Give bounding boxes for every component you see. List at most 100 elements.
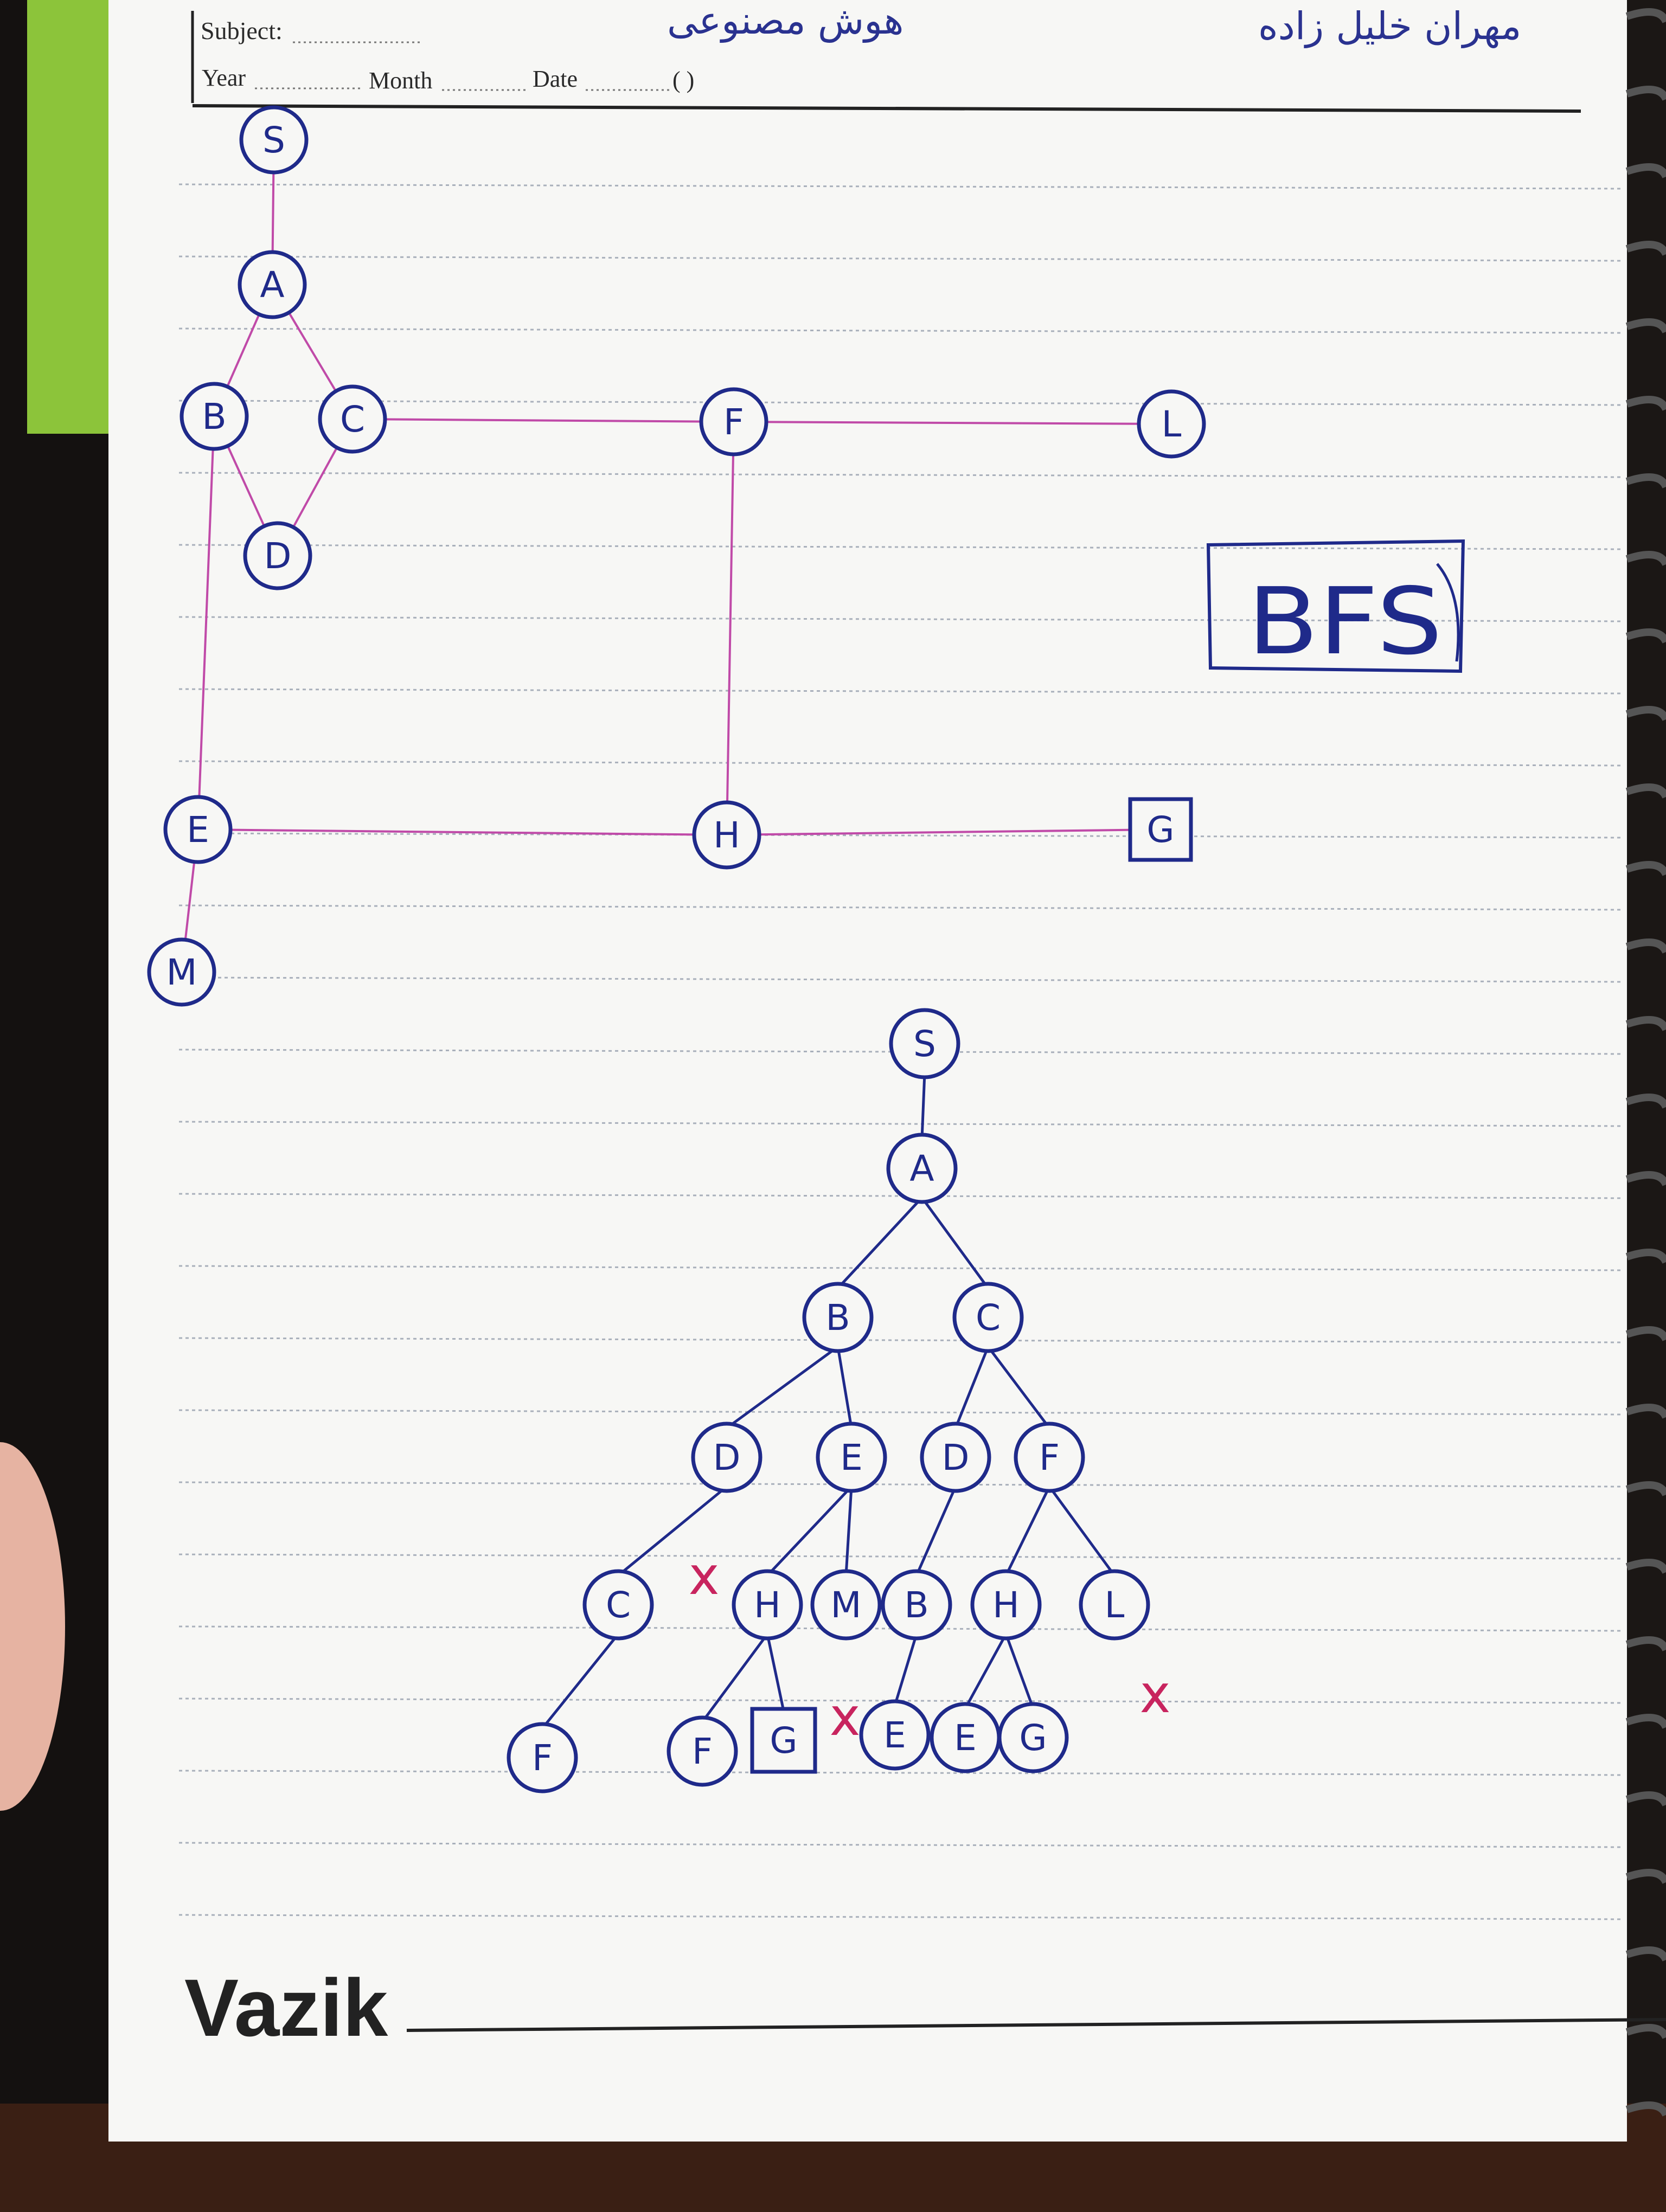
- graph-node-h: H: [692, 800, 761, 870]
- bfs-label: BFS: [1247, 568, 1443, 676]
- month-label: Month: [369, 67, 432, 94]
- tree-node-h: H: [970, 1569, 1042, 1641]
- tree-node-l: L: [1079, 1569, 1150, 1641]
- tree-node-label: E: [883, 1714, 906, 1756]
- tree-node-e: E: [859, 1699, 931, 1771]
- graph-node-label: E: [187, 809, 209, 851]
- tree-node-m: M: [810, 1569, 882, 1641]
- graph-node-label: B: [202, 396, 226, 438]
- graph-edge-C-F: [352, 418, 734, 423]
- tree-edge: [766, 1634, 785, 1712]
- tree-node-label: C: [976, 1297, 1001, 1339]
- tree-edge: [1048, 1486, 1116, 1577]
- graph-node-label: H: [713, 814, 740, 856]
- graph-edge-F-H: [726, 421, 735, 835]
- tree-edge: [920, 1197, 990, 1289]
- graph-edge-H-G: [726, 828, 1161, 836]
- tree-edge: [726, 1345, 839, 1430]
- tree-edge: [954, 1346, 990, 1429]
- tree-edge: [844, 1486, 853, 1576]
- tree-node-f: F: [1014, 1422, 1085, 1493]
- tree-edge: [915, 1486, 957, 1577]
- tree-node-b: B: [802, 1282, 874, 1353]
- graph-node-label: D: [264, 535, 292, 577]
- subject-value: هوش مصنوعی: [667, 0, 904, 43]
- tree-node-label: L: [1105, 1584, 1125, 1626]
- tree-node-label: F: [532, 1737, 553, 1779]
- subject-label: Subject:: [201, 17, 283, 44]
- brand-logo: Vazik: [184, 1962, 388, 2053]
- tree-node-label: H: [992, 1584, 1020, 1626]
- tree-edge: [617, 1486, 728, 1577]
- graph-node-b: B: [180, 382, 249, 451]
- spiral-binding: [1625, 8, 1666, 2117]
- graph-node-c: C: [318, 384, 387, 454]
- tree-edge: [964, 1633, 1008, 1709]
- graph-node-l: L: [1137, 389, 1206, 459]
- tree-node-s: S: [889, 1008, 960, 1079]
- tree-edge: [766, 1486, 853, 1577]
- author-name: مهران خلیل زاده: [1258, 4, 1521, 48]
- tree-node-label: F: [1039, 1437, 1060, 1478]
- notebook-page: [108, 0, 1627, 2142]
- tree-node-f: F: [507, 1722, 578, 1793]
- tree-edge: [920, 1072, 926, 1140]
- tree-node-label: H: [754, 1584, 781, 1626]
- cross-mark: x: [689, 1546, 720, 1606]
- tree-node-c: C: [952, 1282, 1024, 1353]
- green-cover: [27, 0, 117, 434]
- cross-mark: x: [1140, 1664, 1171, 1725]
- graph-node-e: E: [163, 795, 233, 864]
- date-label: Date: [533, 66, 578, 92]
- tree-node-label: B: [904, 1584, 928, 1626]
- graph-node-label: S: [262, 119, 285, 161]
- graph-node-label: M: [166, 951, 197, 993]
- tree-node-e: E: [930, 1702, 1001, 1773]
- tree-edge: [701, 1633, 769, 1723]
- graph-node-label: A: [260, 264, 284, 306]
- tree-node-d: D: [691, 1422, 762, 1493]
- tree-node-g: G: [750, 1707, 817, 1774]
- tree-node-label: G: [1019, 1717, 1047, 1759]
- tree-edge: [1004, 1634, 1035, 1709]
- graph-node-a: A: [238, 250, 307, 319]
- tree-node-e: E: [816, 1422, 887, 1493]
- tree-node-label: D: [713, 1437, 741, 1478]
- pruned-marks: x x x: [689, 1546, 1171, 1747]
- tree-node-g: G: [997, 1702, 1069, 1773]
- graph-node-label: C: [340, 398, 365, 440]
- date-parens: ( ): [672, 67, 694, 93]
- tree-node-label: F: [692, 1731, 713, 1772]
- footer-brand: Vazik: [184, 1962, 1666, 2053]
- tree-node-b: B: [881, 1569, 952, 1641]
- graph-edge-B-E: [197, 416, 215, 830]
- tree-node-h: H: [732, 1569, 803, 1641]
- tree-edge: [541, 1633, 619, 1729]
- tree-node-label: A: [909, 1148, 934, 1189]
- graph-node-s: S: [239, 105, 309, 175]
- tree-edge: [893, 1634, 918, 1706]
- graph-node-m: M: [147, 937, 216, 1007]
- tree-edge: [1004, 1486, 1051, 1577]
- tree-node-label: G: [770, 1720, 797, 1761]
- tree-node-label: E: [840, 1437, 863, 1478]
- bfs-title-box: BFS: [1206, 539, 1465, 676]
- tree-node-label: C: [606, 1584, 631, 1626]
- graph-node-g: G: [1128, 797, 1193, 862]
- graph-edge-F-L: [733, 421, 1172, 425]
- tree-node-label: S: [913, 1023, 936, 1065]
- graph-edge-E-H: [197, 828, 727, 836]
- tree-node-label: E: [954, 1717, 977, 1759]
- tree-node-f: F: [667, 1715, 738, 1787]
- tree-node-label: B: [825, 1297, 850, 1339]
- cross-mark: x: [830, 1687, 861, 1747]
- graph-node-label: L: [1162, 403, 1182, 445]
- tree-node-c: C: [582, 1569, 654, 1641]
- tree-edge: [836, 1346, 853, 1429]
- year-label: Year: [202, 65, 246, 91]
- tree-edge: [837, 1197, 923, 1289]
- tree-node-a: A: [886, 1133, 958, 1204]
